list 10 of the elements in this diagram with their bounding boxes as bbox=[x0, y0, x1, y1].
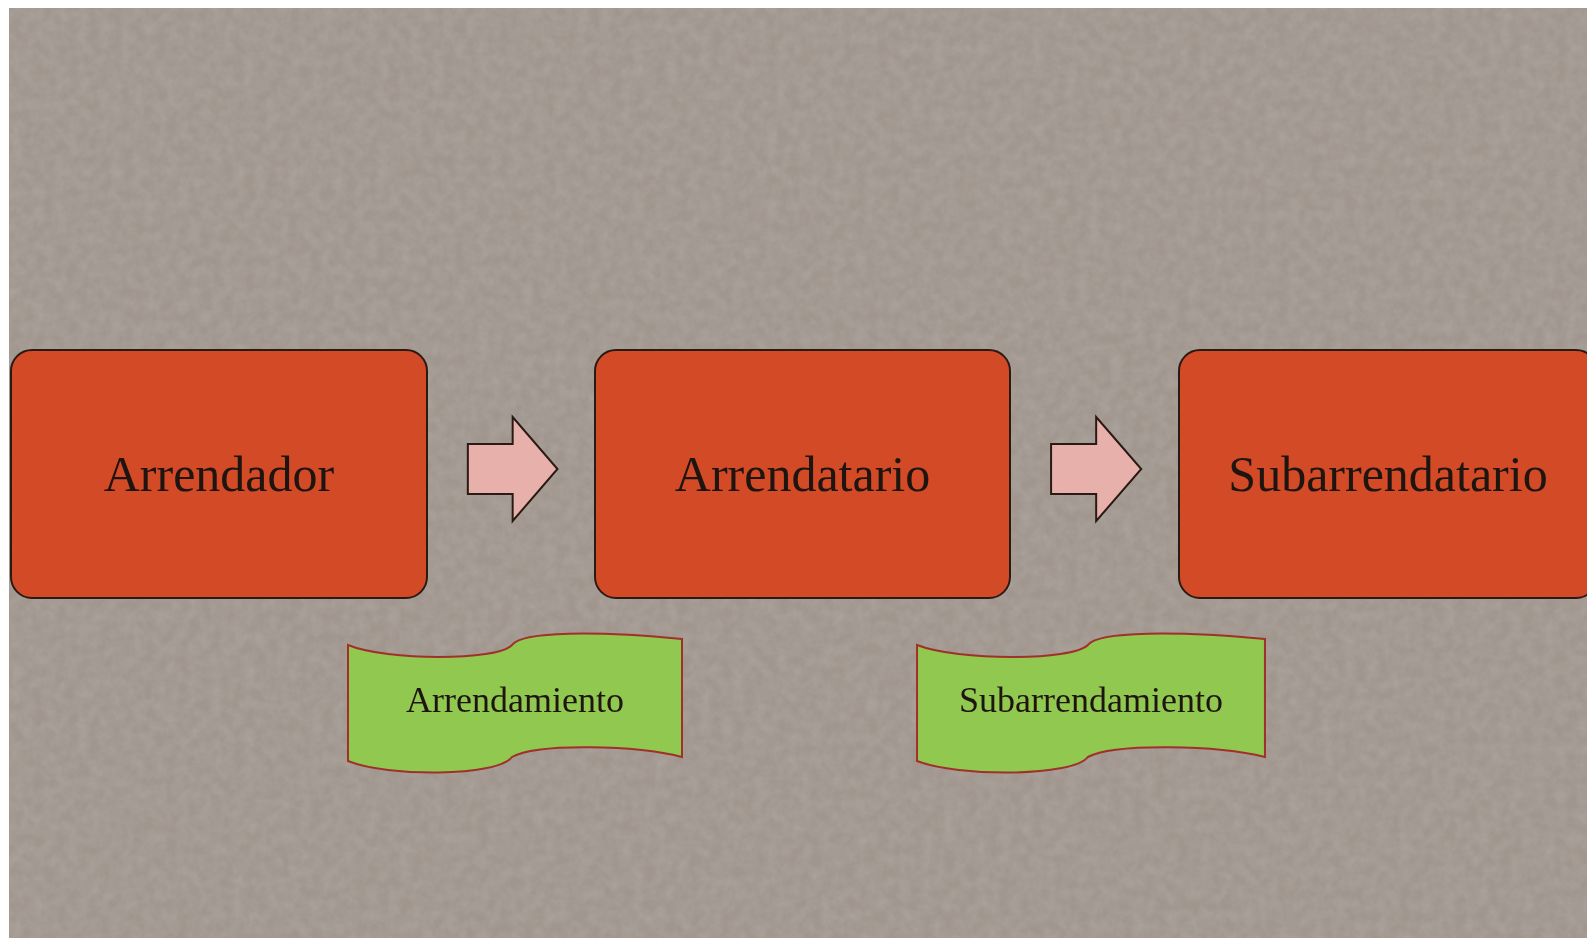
process-box bbox=[1178, 349, 1587, 599]
block-arrow bbox=[1050, 414, 1143, 524]
node-label: Arrendador bbox=[103, 445, 335, 503]
node-label: Arrendatario bbox=[674, 445, 931, 503]
node-label: Subarrendatario bbox=[1228, 445, 1548, 503]
process-box bbox=[10, 349, 428, 599]
node-label: Subarrendamiento bbox=[959, 679, 1223, 721]
node-label: Arrendamiento bbox=[406, 679, 624, 721]
process-box bbox=[594, 349, 1011, 599]
block-arrow bbox=[466, 414, 559, 524]
